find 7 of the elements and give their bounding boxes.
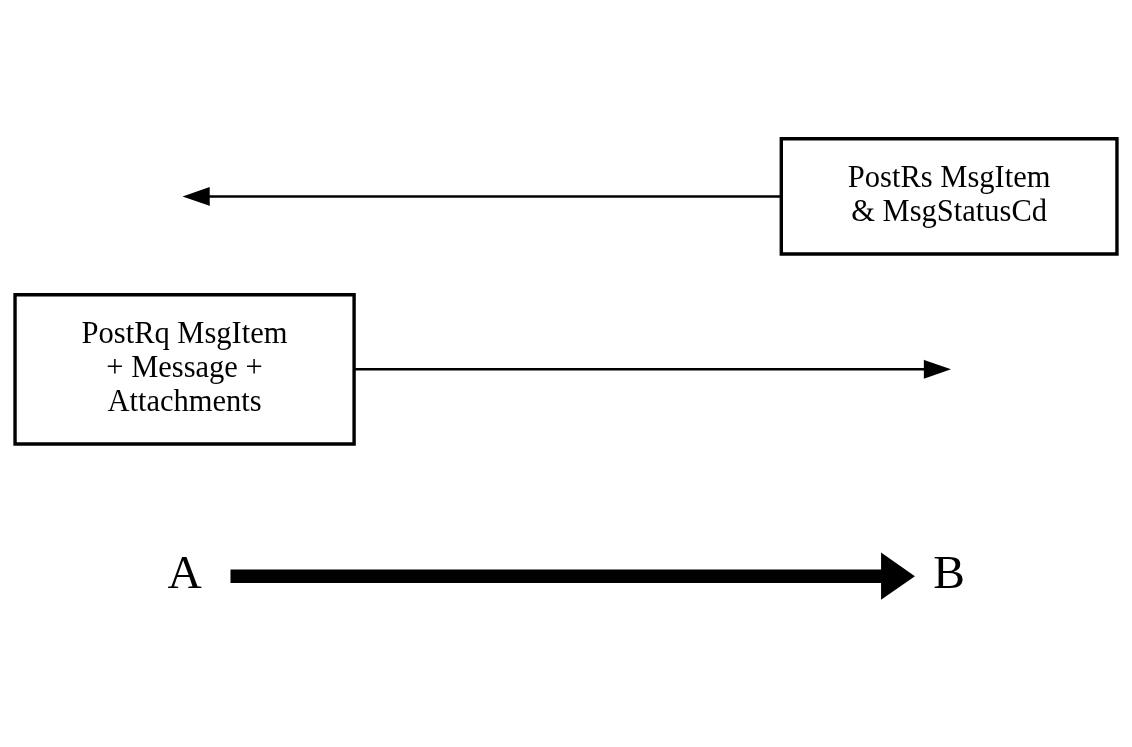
arrow <box>354 359 951 379</box>
node-box: PostRs MsgItem & MsgStatusCd <box>779 136 1119 256</box>
node-box: PostRq MsgItem + Message + Attachments <box>13 292 356 446</box>
node-text: B <box>933 545 965 598</box>
arrow <box>230 551 915 600</box>
arrow <box>182 186 782 206</box>
node-text: A <box>167 545 202 598</box>
